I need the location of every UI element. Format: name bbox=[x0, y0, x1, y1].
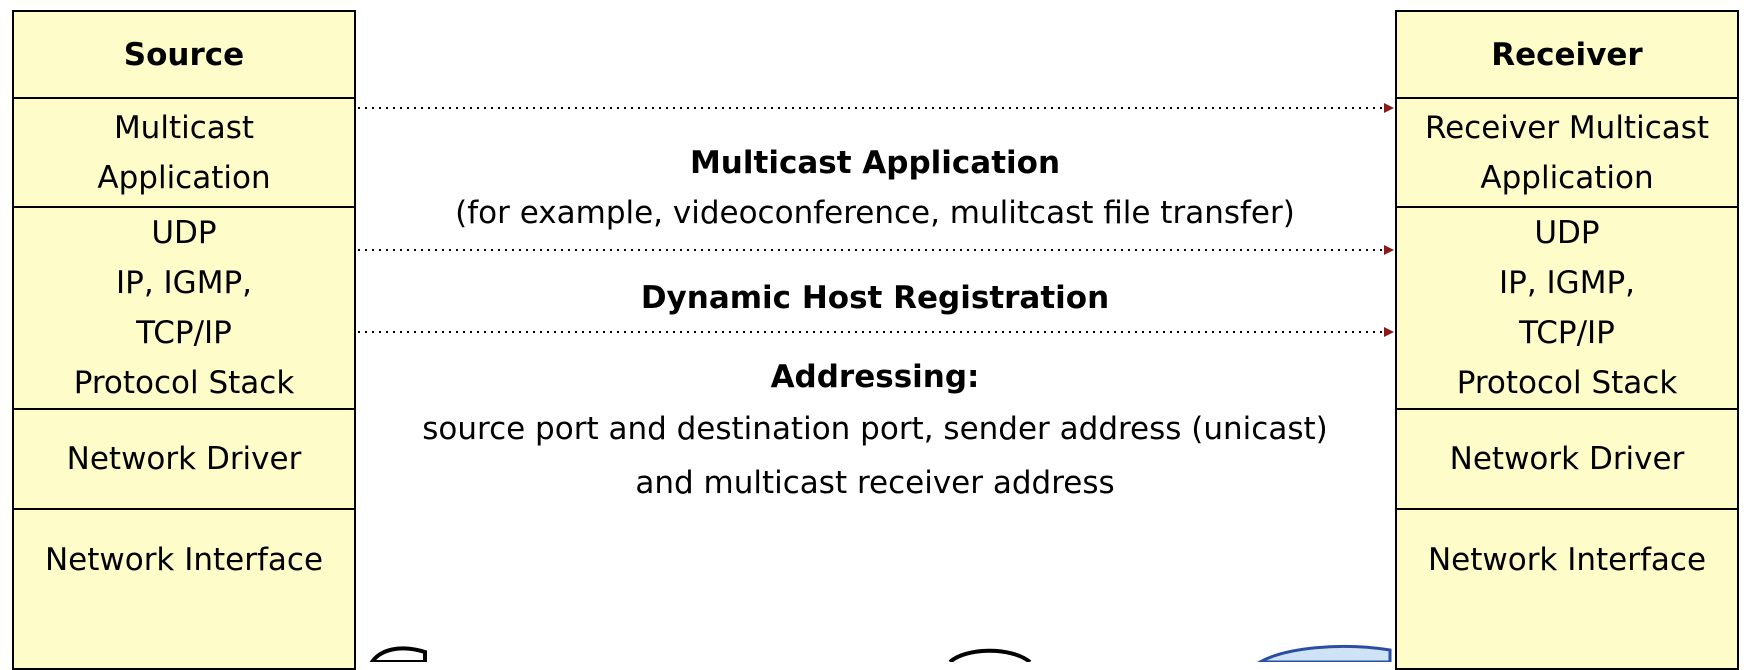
addressing-line-2: and multicast receiver address bbox=[635, 465, 1115, 501]
receiver-stack-line-4: Protocol Stack bbox=[1456, 365, 1678, 401]
source-stack-line-3: TCP/IP bbox=[136, 315, 232, 351]
divider bbox=[1397, 508, 1737, 510]
divider bbox=[14, 97, 354, 99]
receiver-stack-line-2: IP, IGMP, bbox=[1498, 265, 1635, 301]
receiver-network-interface-layer: Network Interface bbox=[1397, 510, 1737, 610]
network-cloud-middle-edge bbox=[948, 648, 1032, 662]
receiver-protocol-stack-layer: UDP IP, IGMP, TCP/IP Protocol Stack bbox=[1397, 208, 1737, 408]
source-network-driver-layer: Network Driver bbox=[14, 410, 354, 508]
addressing-title: Addressing: bbox=[770, 359, 980, 395]
receiver-application-layer: Receiver Multicast Application bbox=[1397, 100, 1737, 206]
receiver-stack: Receiver Receiver Multicast Application … bbox=[1395, 10, 1739, 670]
source-protocol-stack-layer: UDP IP, IGMP, TCP/IP Protocol Stack bbox=[14, 208, 354, 408]
source-stack-line-2: IP, IGMP, bbox=[115, 265, 252, 301]
receiver-driver-label: Network Driver bbox=[1449, 441, 1685, 477]
receiver-stack-line-1: UDP bbox=[1534, 215, 1600, 251]
receiver-app-line-2: Application bbox=[1480, 160, 1654, 196]
network-cloud-right-edge bbox=[1256, 644, 1392, 662]
receiver-interface-label: Network Interface bbox=[1427, 542, 1707, 578]
source-stack-line-4: Protocol Stack bbox=[73, 365, 295, 401]
source-title: Source bbox=[123, 37, 245, 73]
source-app-line-1: Multicast bbox=[113, 110, 255, 146]
divider bbox=[1397, 206, 1737, 208]
source-application-layer: Multicast Application bbox=[14, 100, 354, 206]
receiver-stack-line-3: TCP/IP bbox=[1519, 315, 1615, 351]
source-interface-label: Network Interface bbox=[44, 542, 324, 578]
source-driver-label: Network Driver bbox=[66, 441, 302, 477]
addressing-line-1: source port and destination port, sender… bbox=[422, 411, 1328, 447]
application-layer-title: Multicast Application bbox=[689, 145, 1061, 181]
source-stack: Source Multicast Application UDP IP, IGM… bbox=[12, 10, 356, 670]
divider bbox=[1397, 97, 1737, 99]
receiver-title: Receiver bbox=[1491, 37, 1643, 73]
receiver-app-line-1: Receiver Multicast bbox=[1424, 110, 1710, 146]
source-stack-line-1: UDP bbox=[151, 215, 217, 251]
divider bbox=[14, 408, 354, 410]
registration-label: Dynamic Host Registration bbox=[640, 280, 1110, 316]
application-layer-example: (for example, videoconference, mulitcast… bbox=[455, 195, 1295, 231]
source-app-line-2: Application bbox=[97, 160, 271, 196]
divider bbox=[14, 508, 354, 510]
divider bbox=[14, 206, 354, 208]
receiver-network-driver-layer: Network Driver bbox=[1397, 410, 1737, 508]
network-cloud-left-edge bbox=[369, 646, 427, 662]
source-network-interface-layer: Network Interface bbox=[14, 510, 354, 610]
divider bbox=[1397, 408, 1737, 410]
